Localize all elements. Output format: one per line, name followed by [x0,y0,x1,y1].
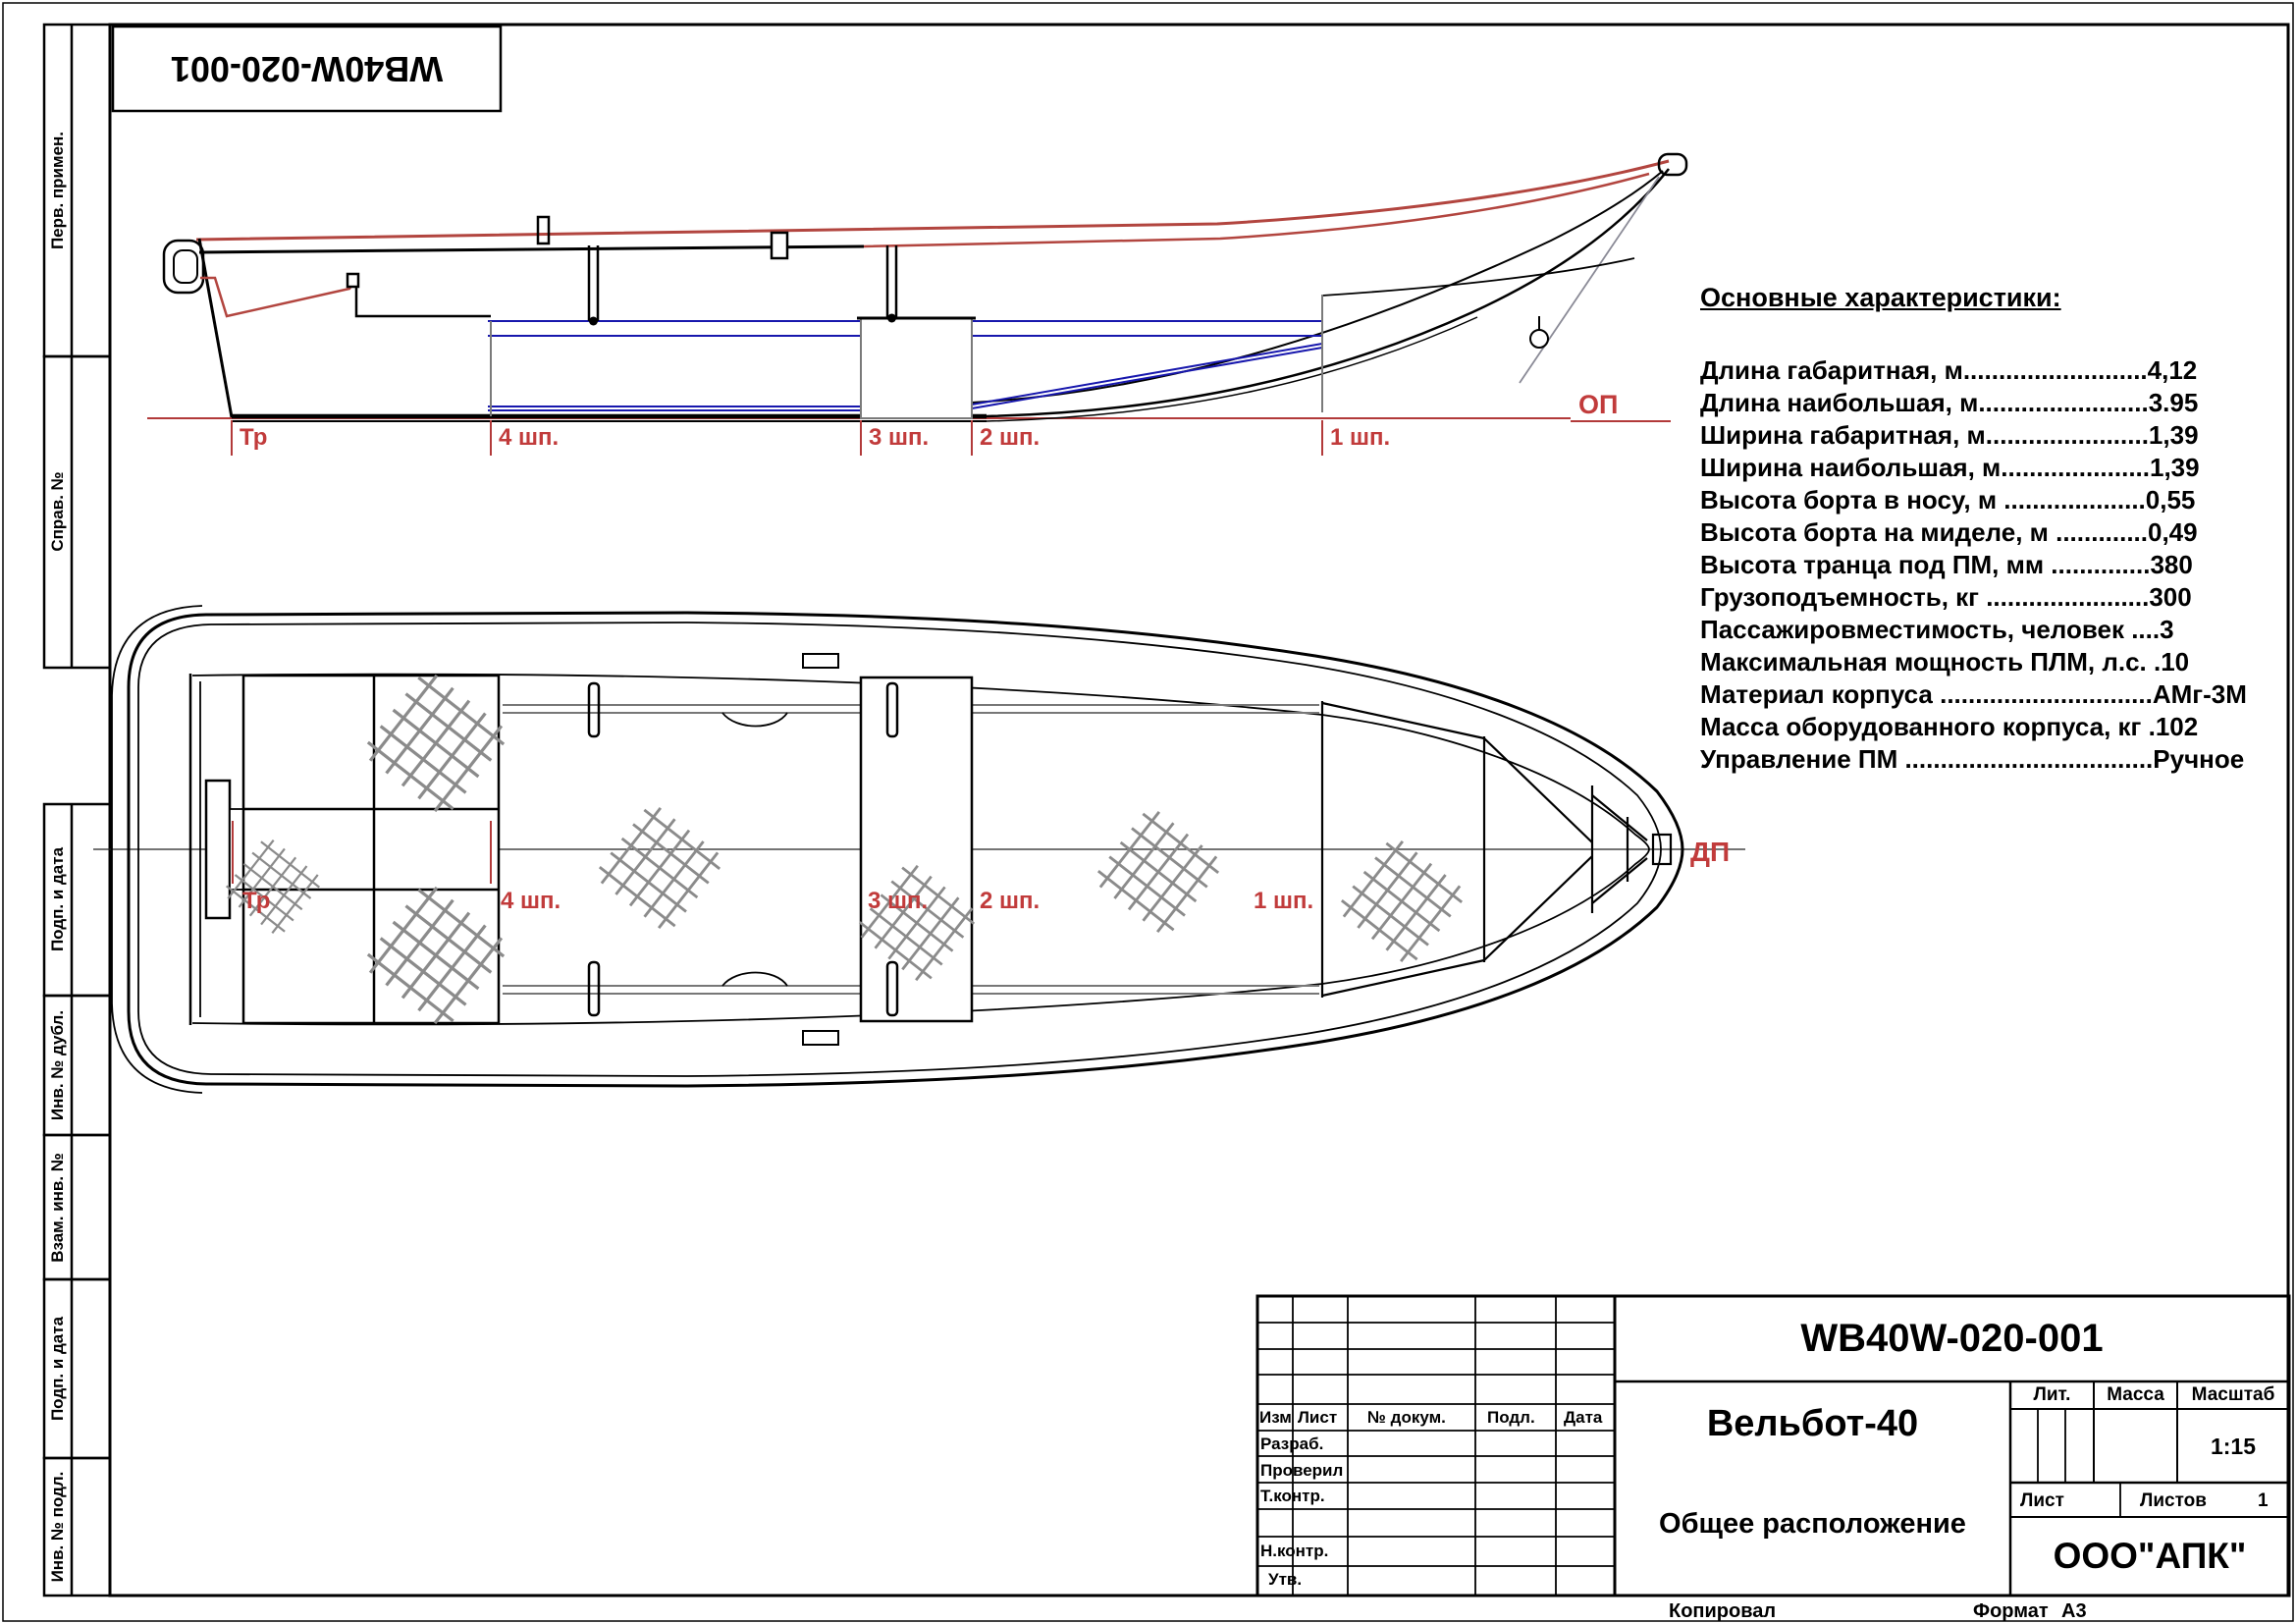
stern-rub-rail [111,605,203,1094]
tb-podp: Подл. [1487,1408,1535,1427]
foredeck-line [1321,257,1635,297]
tb-proveril: Проверил [1260,1461,1344,1480]
spec-line: Ширина наибольшая, м....................… [1700,453,2200,482]
spec-line: Грузоподъемность, кг ...................… [1700,582,2192,612]
tb-company: ООО"АПК" [2053,1536,2247,1576]
tb-list: Лист [1298,1408,1338,1427]
bottom-curve [986,168,1670,418]
tb-tkontr: Т.контр. [1260,1487,1325,1505]
tb-listov-value: 1 [2258,1490,2269,1511]
station-label-2: 2 шп. [980,424,1040,451]
station-label-tr: Тр [240,424,267,451]
station-label-3: 3 шп. [869,424,929,451]
mast-fitting [536,215,551,245]
station-label-1-top: 1 шп. [1254,888,1313,914]
waterlines-blue [488,320,1323,411]
cleat-bottom [802,1030,839,1046]
cleat-top [802,653,839,669]
spec-line: Максимальная мощность ПЛМ, л.с. .10 [1700,647,2190,677]
margin-label-inv-podl: Инв. № подл. [48,1471,67,1583]
tb-kopiroval: Копировал [1669,1600,1777,1622]
stem-grey-line [1519,176,1660,384]
spec-line: Длина габаритная, м.....................… [1700,355,2198,385]
oarlock-notch-top [721,712,788,728]
bow-nub [1657,152,1688,177]
hull-outline-inner [137,622,1662,1077]
bench-line [354,287,491,318]
top-view: Тр 4 шп. 3 шп. 2 шп. 1 шп. ДП [93,605,1745,1094]
title-block-grid [1255,1294,2291,1597]
spec-line: Длина наибольшая, м.....................… [1700,388,2199,417]
margin-label-podp-data-2: Подп. и дата [48,1316,67,1422]
station-label-1: 1 шп. [1330,424,1390,451]
station-label-4: 4 шп. [499,424,559,451]
margin-label-podp-data-1: Подп. и дата [48,846,67,952]
tb-dokum: № докум. [1367,1408,1446,1427]
middle-seat-top [859,676,974,1023]
tb-scale-value: 1:15 [2210,1433,2257,1459]
motorwell-red-line [200,276,355,318]
tb-izm: Изм [1259,1408,1292,1427]
tb-doc-number: WB40W-020-001 [1800,1317,2104,1360]
margin-column-boxes [42,23,112,1597]
tb-nkontr: Н.контр. [1260,1542,1329,1560]
transom-edge [197,238,234,418]
tb-razrab: Разраб. [1260,1435,1324,1453]
margin-label-perv-primen: Перв. примен. [48,131,67,250]
baseline-label-op: ОП [1578,390,1618,419]
bow-fitting [1529,329,1549,349]
middle-seat-side [860,317,973,419]
tb-list2: Лист [2020,1490,2064,1511]
tb-doc-type: Общее расположение [1659,1507,1966,1540]
tb-masshtab: Масштаб [2191,1384,2275,1405]
hull-outline-outer [127,611,1684,1088]
tb-data: Дата [1564,1408,1603,1427]
spec-line: Управление ПМ ..........................… [1700,744,2245,774]
station-label-3-top: 3 шп. [868,888,928,914]
specs-title: Основные характеристики: [1700,283,2061,312]
margin-label-sprav-no: Справ. № [48,471,67,552]
spec-line: Высота транца под ПМ, мм ..............3… [1700,550,2193,579]
station-label-tr-top: Тр [242,888,270,914]
stamp-box [111,25,503,113]
spec-line: Масса оборудованного корпуса, кг .102 [1700,712,2199,741]
foredeck-structure [1320,701,1673,998]
centerline-label-dp: ДП [1690,837,1730,867]
station-ticks-top [232,821,492,884]
spec-line: Ширина габаритная, м....................… [1700,420,2199,450]
side-view: Тр 4 шп. 3 шп. 2 шп. 1 шп. ОП [147,152,1688,456]
spec-line: Материал корпуса .......................… [1700,679,2247,709]
tb-format: Формат [1973,1600,2049,1622]
doc-number-stamp-rotated: WB40W-020-001 [170,49,444,89]
sheer-line-outer [195,159,1670,242]
cleat-fitting-side [770,231,789,260]
tb-format-value: А3 [2061,1600,2087,1622]
station-label-2-top: 2 шп. [980,888,1040,914]
sheer-line-inner [863,172,1650,248]
station-label-4-top: 4 шп. [501,888,561,914]
margin-label-inv-dubl: Инв. № дубл. [48,1009,67,1121]
spec-line: Высота борта в носу, м .................… [1700,485,2196,514]
tb-utv: Утв. [1268,1570,1303,1589]
station-ticks-side [231,420,1323,456]
margin-label-vzam-inv: Взам. инв. № [48,1153,67,1263]
spec-line: Пассажировместимость, человек ....3 [1700,615,2174,644]
motor-mount [204,779,232,920]
chine-line [971,170,1664,404]
oarlock-notch-bottom [721,971,788,987]
tb-listov: Листов [2140,1490,2207,1511]
tb-massa: Масса [2107,1384,2164,1405]
tb-product-name: Вельбот-40 [1706,1402,1919,1444]
spec-line: Высота борта на миделе, м .............0… [1700,517,2198,547]
stern-handle [162,239,205,295]
stanchions [587,245,898,321]
tb-lit: Лит. [2033,1384,2071,1405]
rail-posts [587,681,899,1017]
